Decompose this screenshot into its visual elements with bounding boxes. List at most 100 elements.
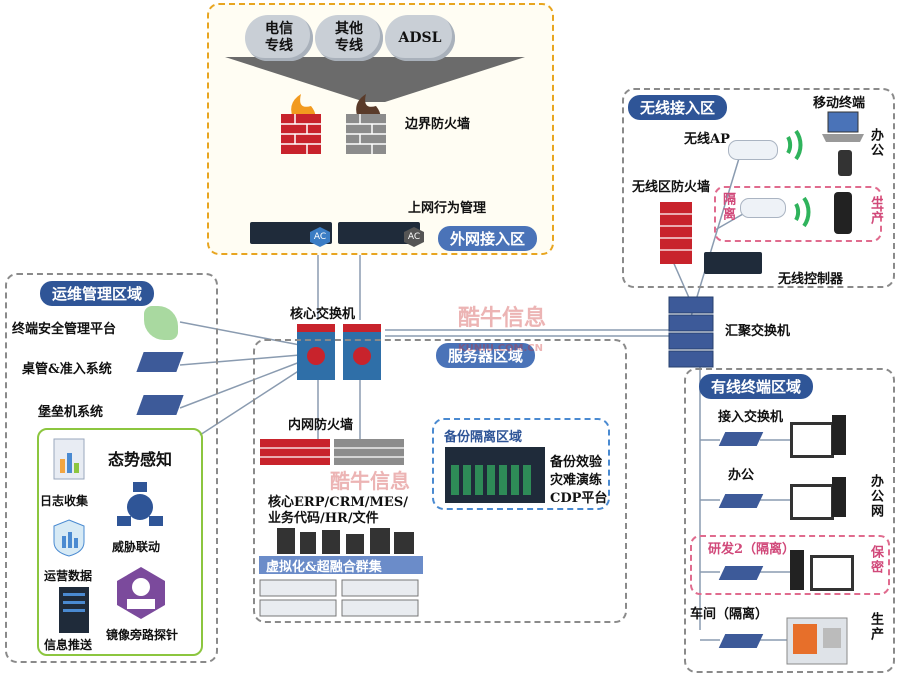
info-push-label: 信息推送 [44,638,93,652]
situation-awareness-title: 态势感知 [108,450,173,469]
watermark-url: KUNIU.COM.CN [458,343,543,354]
border-firewall-label: 边界防火墙 [405,117,471,132]
situation-awareness-zone [37,428,203,656]
wireless-production-label: 生产 [868,196,883,226]
chart-icon [53,519,85,557]
wireless-ap-icon [728,140,778,160]
threat-linkage-icon [117,482,163,526]
workshop-isolated-label: 车间（隔离） [690,607,769,622]
monitor-icon [790,422,834,458]
bastion-icon [136,395,184,415]
monitor-icon [810,555,854,591]
log-collection-label: 日志收集 [40,494,89,508]
ops-data-label: 运营数据 [44,569,93,583]
desktop-admission-label: 桌管&准入系统 [22,362,112,377]
wifi-signal-icon [794,196,811,228]
pc-tower-icon [832,415,846,455]
firewall-icon [281,94,321,154]
watermark-brand: 酷牛信息 [458,306,547,331]
ac-badge-icon: AC [404,227,424,247]
wired-production-label: 生产 [868,612,883,642]
cloud-label: ADSL [398,29,442,46]
threat-linkage-label: 威胁联动 [112,540,161,554]
wired-zone-tag: 有线终端区域 [699,374,814,399]
wireless-isolate-label: 隔离 [720,192,735,222]
wireless-controller-device [704,252,762,274]
storage-array-icon [445,447,545,503]
shield-icon [144,306,178,340]
core-switch-label: 核心交换机 [290,307,356,322]
access-switch-icon [718,432,764,446]
ac-device [338,222,420,244]
mirror-probe-label: 镜像旁路探针 [106,628,179,642]
rd-isolation-zone [690,535,890,595]
monitor-icon [790,484,834,520]
business-systems-label: 核心ERP/CRM/MES/ [268,495,408,510]
wireless-firewall-icon [660,202,692,264]
phone-icon [838,150,852,176]
firewall-icon [346,94,386,154]
server-rack-icons [277,528,414,554]
wired-office-label: 办公 [728,468,755,483]
cloud-other-line: 其他 专线 [315,15,383,61]
business-files-label: 业务代码/HR/文件 [268,511,379,526]
watermark-brand: 酷牛信息 [330,469,410,493]
backup-isolation-zone [432,418,610,510]
internet-zone-tag: 外网接入区 [438,226,538,251]
intranet-firewall-icon [260,439,404,465]
chart-doc-icon [53,438,85,480]
aggregation-switch-icon [668,296,714,368]
watermark-logo: 酷牛信息 KUNIU.COM.CN [458,300,546,357]
backup-zone-tag: 备份隔离区域 [444,430,523,445]
cloud-label: 电信 专线 [265,21,293,54]
server-zone [253,339,627,623]
wireless-ap-label: 无线AP [684,132,730,147]
endpoint-security-label: 终端安全管理平台 [12,322,117,337]
wireless-zone-tag: 无线接入区 [628,95,728,120]
wireless-isolation-zone [714,186,882,242]
wired-terminal-zone [684,368,895,673]
secret-label: 保密 [868,545,883,575]
ac-badge-icon: AC [310,227,330,247]
cdp-platform-label: CDP平台 [550,491,608,506]
wireless-controller-label: 无线控制器 [778,272,844,287]
laptop-icon [822,111,864,142]
wireless-firewall-label: 无线区防火墙 [632,180,711,195]
cluster-bar [259,556,423,574]
office-network-label: 办公网 [868,474,883,519]
ops-zone-tag: 运维管理区域 [40,281,155,306]
switch-icon [136,352,184,372]
access-switch-icon [718,634,764,648]
disaster-drill-label: 灾难演练 [550,473,603,488]
server-zone-tag: 服务器区域 [436,343,536,368]
rd-isolated-label: 研发2（隔离） [708,542,796,557]
probe-icon [117,567,165,619]
cloud-telecom-line: 电信 专线 [245,15,313,61]
machine-tool-icon [786,617,848,665]
cluster-label: 虚拟化&超融合群集 [266,560,382,575]
backup-verify-label: 备份效验 [550,455,603,470]
core-switch-icon [297,324,381,380]
intranet-firewall-label: 内网防火墙 [288,418,354,433]
behavior-mgmt-label: 上网行为管理 [408,201,487,216]
wifi-signal-icon [786,129,803,161]
wireless-access-zone [622,88,895,288]
watermark-logo: 酷牛信息 [330,465,410,494]
cloud-label: 其他 专线 [335,21,363,54]
wireless-ap-icon [740,198,786,218]
aggregation-switch-label: 汇聚交换机 [725,324,791,339]
access-switch-icon [718,566,764,580]
mobile-terminal-label: 移动终端 [813,96,866,111]
wireless-office-label: 办公 [868,128,883,158]
scanner-icon [834,192,852,234]
access-switch-label: 接入交换机 [718,410,784,425]
bastion-host-label: 堡垒机系统 [38,405,104,420]
funnel-arrow [225,57,525,102]
access-switch-icon [718,494,764,508]
server-icon [59,587,89,633]
cloud-adsl: ADSL [385,15,455,61]
pc-tower-icon [832,477,846,517]
cluster-servers-icon [259,579,419,617]
pc-tower-icon [790,550,804,590]
ops-management-zone [5,273,218,663]
